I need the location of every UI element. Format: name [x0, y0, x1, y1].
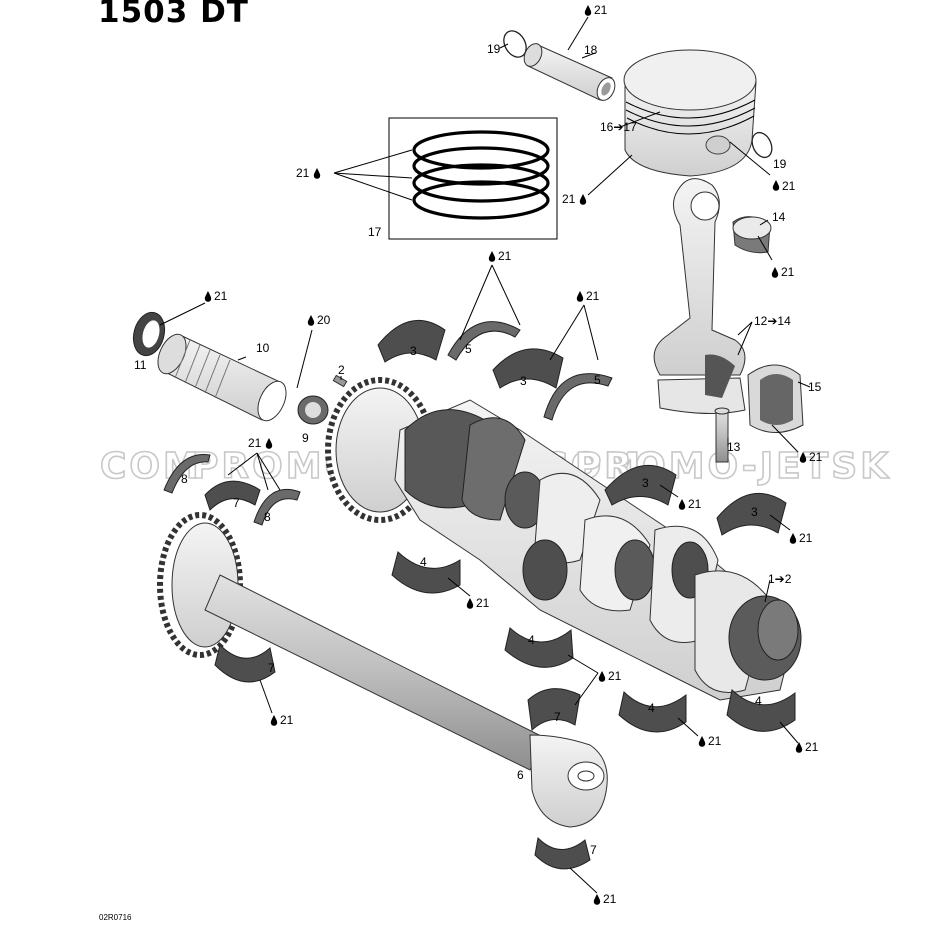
callout-14: 14 [772, 210, 786, 224]
sleeve-10 [157, 333, 287, 422]
circlip-19-right [751, 131, 773, 159]
callout-21: 21 [688, 497, 702, 511]
callout-3: 3 [642, 476, 649, 490]
callout-21: 21 [799, 531, 813, 545]
circlip-19-left [503, 30, 527, 58]
bearing-4-b [504, 627, 574, 668]
bearing-7-a [204, 480, 261, 511]
bearing-7-b [214, 644, 276, 683]
piston-pin-18 [523, 43, 616, 101]
bearing-7-d [534, 836, 591, 870]
callout-21: 21 [248, 436, 262, 450]
callout-3: 3 [751, 505, 758, 519]
callout-1-2: 1➔2 [768, 572, 792, 586]
callout-19: 19 [487, 42, 501, 56]
callout-8: 8 [181, 472, 188, 486]
callout-3: 3 [410, 344, 417, 358]
bearing-14 [732, 216, 772, 254]
callout-12-14: 12➔14 [754, 314, 791, 328]
piston-rings-17 [412, 130, 550, 220]
callout-15: 15 [808, 380, 822, 394]
figure-reference-code: 02R0716 [99, 913, 132, 922]
callout-17: 17 [368, 225, 382, 239]
bearing-4-a [391, 551, 461, 594]
callout-21: 21 [708, 734, 722, 748]
crankshaft-1 [394, 399, 802, 701]
callout-18: 18 [584, 43, 598, 57]
callout-4: 4 [648, 701, 655, 715]
callout-5: 5 [594, 373, 601, 387]
callout-21: 21 [586, 289, 600, 303]
callout-19: 19 [773, 157, 787, 171]
callout-21: 21 [476, 596, 490, 610]
thrust-washer-5-a [447, 321, 521, 361]
callout-7: 7 [233, 496, 240, 510]
callout-3: 3 [520, 374, 527, 388]
callout-10: 10 [256, 341, 270, 355]
bearing-4-c [618, 691, 687, 733]
callout-21: 21 [805, 740, 819, 754]
callout-8: 8 [264, 510, 271, 524]
callout-21: 21 [296, 166, 310, 180]
thrust-washer-8-b [253, 488, 301, 526]
callout-21: 21 [214, 289, 228, 303]
callout-21: 21 [280, 713, 294, 727]
bearing-3-b [492, 348, 564, 389]
callout-20: 20 [317, 313, 331, 327]
gear-9 [297, 395, 329, 425]
diagram-title: 1503 DT [98, 0, 249, 30]
callout-7: 7 [268, 661, 275, 675]
bearing-3-c [604, 464, 677, 506]
callout-6: 6 [517, 768, 524, 782]
thrust-washer-8-a [163, 453, 211, 494]
callout-21: 21 [781, 265, 795, 279]
bearing-7-c [527, 688, 581, 732]
bearing-3-d [716, 492, 787, 536]
callout-labels: 19 18 21 16➔17 19 21 21 21 17 14 21 12➔1… [134, 3, 823, 906]
callout-21: 21 [562, 192, 576, 206]
callout-21: 21 [809, 450, 823, 464]
callout-21: 21 [608, 669, 622, 683]
callout-21: 21 [594, 3, 608, 17]
piston-16 [623, 49, 757, 177]
callout-13: 13 [727, 440, 741, 454]
callout-4: 4 [755, 694, 762, 708]
bearing-4-d [726, 689, 796, 732]
leader-lines [159, 16, 811, 894]
callout-16-17: 16➔17 [600, 120, 637, 134]
bearing-3-a [377, 319, 446, 363]
thrust-washer-5-b [543, 373, 613, 421]
callout-5: 5 [465, 342, 472, 356]
callout-4: 4 [420, 555, 427, 569]
bearing-15 [747, 364, 804, 433]
connecting-rod-12 [653, 178, 746, 415]
callout-2: 2 [338, 363, 345, 377]
callout-21: 21 [498, 249, 512, 263]
callout-11: 11 [134, 358, 147, 372]
callout-7: 7 [590, 843, 597, 857]
pin-2 [332, 374, 348, 388]
callout-9: 9 [302, 431, 309, 445]
callout-4: 4 [528, 633, 535, 647]
balance-shaft-6 [157, 512, 608, 828]
callout-7: 7 [554, 710, 561, 724]
callout-21: 21 [603, 892, 617, 906]
piston-rings-box-17 [388, 117, 558, 240]
seal-11 [132, 311, 166, 357]
callout-21: 21 [782, 179, 796, 193]
bolt-13 [714, 407, 730, 463]
